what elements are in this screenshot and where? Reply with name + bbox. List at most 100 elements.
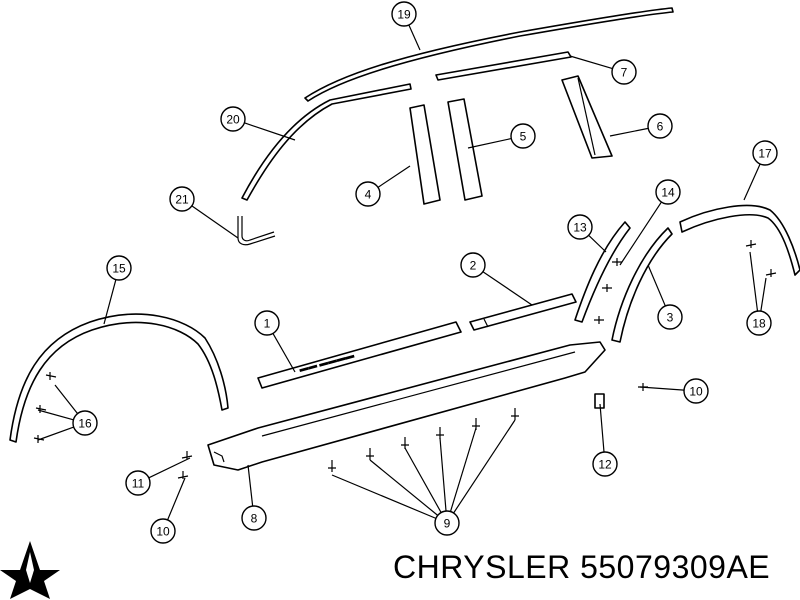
callout-circle	[510, 123, 536, 149]
callout-c20: 20	[220, 106, 246, 132]
callout-c11: 11	[125, 470, 151, 496]
part-door-applique	[447, 98, 483, 201]
leader-lines	[37, 24, 767, 521]
callout-label: 14	[661, 186, 675, 200]
leader-line-c16	[37, 426, 74, 441]
callout-label: 10	[689, 385, 703, 399]
part-front-pillar-molding	[241, 83, 412, 201]
part-corner-clip-inner	[241, 216, 275, 242]
leader-line-c8	[247, 464, 254, 507]
leader-line-c12	[599, 403, 605, 453]
callout-circle	[106, 255, 132, 281]
part-rocker-edge	[261, 351, 576, 437]
leader-line-c19	[408, 24, 421, 51]
part-roof-molding	[304, 7, 674, 102]
leader-line-c17	[743, 163, 761, 201]
callout-label: 6	[657, 120, 664, 134]
part-quarter-molding	[611, 227, 673, 343]
callout-c19: 19	[391, 1, 417, 27]
brand-name: CHRYSLER	[393, 549, 571, 585]
callout-label: 9	[444, 517, 451, 531]
leader-line-c6	[609, 127, 649, 137]
callout-c8: 8	[241, 505, 267, 531]
leader-line-c21	[191, 205, 239, 239]
callout-label: 21	[175, 193, 189, 207]
callout-circle	[683, 378, 709, 404]
callout-label: 12	[598, 458, 612, 472]
callout-circle	[657, 304, 683, 330]
callout-circle	[434, 510, 460, 536]
callout-circle	[241, 505, 267, 531]
callout-circle	[355, 181, 381, 207]
leader-line-c16	[54, 384, 79, 414]
callout-label: 3	[667, 311, 674, 325]
leader-line-c9	[453, 419, 516, 514]
leader-line-c5	[467, 137, 512, 149]
callout-circle	[460, 252, 486, 278]
callout-circle	[746, 310, 772, 336]
callout-circle	[150, 518, 176, 544]
callout-circle	[254, 310, 280, 336]
callout-circle	[647, 113, 673, 139]
callout-label: 19	[397, 8, 411, 22]
part-front-door-molding	[257, 321, 462, 389]
callout-label: 16	[78, 417, 92, 431]
callout-circle	[125, 470, 151, 496]
leader-line-c9	[404, 447, 442, 513]
callout-c9: 9	[434, 510, 460, 536]
fastener-group	[33, 240, 777, 479]
leader-line-c9	[439, 437, 447, 512]
callout-label: 4	[365, 188, 372, 202]
leader-line-c18	[760, 277, 767, 312]
leader-line-c9	[331, 474, 437, 519]
callout-c17: 17	[752, 140, 778, 166]
callout-c16: 16	[72, 410, 98, 436]
callout-c7: 7	[611, 59, 637, 85]
leader-line-c9	[369, 459, 439, 516]
callout-label: 7	[621, 66, 628, 80]
callout-circle	[592, 451, 618, 477]
callout-label: 8	[251, 512, 258, 526]
part-front-wheel-flare	[9, 313, 229, 443]
callout-c14: 14	[655, 179, 681, 205]
part-corner-clip	[237, 216, 276, 246]
callout-label: 2	[470, 259, 477, 273]
callout-label: 1	[264, 317, 271, 331]
callout-c4: 4	[355, 181, 381, 207]
leader-line-c13	[588, 234, 607, 253]
callout-c13: 13	[567, 214, 593, 240]
callout-c5: 5	[510, 123, 536, 149]
part-door-edge-molding	[574, 221, 631, 323]
callout-label: 18	[752, 317, 766, 331]
part-retainer-clip	[594, 393, 605, 409]
callout-label: 5	[520, 130, 527, 144]
part-rear-pillar-edge	[577, 77, 596, 156]
callout-circle	[169, 186, 195, 212]
callout-label: 20	[226, 113, 240, 127]
callout-c18: 18	[746, 310, 772, 336]
leader-line-c10a	[639, 386, 685, 391]
leader-line-c16	[37, 409, 74, 421]
leader-line-c3	[647, 264, 666, 307]
part-rear-door-molding-joint	[483, 318, 489, 328]
pentastar-logo-icon	[0, 541, 60, 599]
callout-circle	[220, 106, 246, 132]
callout-circle	[567, 214, 593, 240]
callout-c10b: 10	[150, 518, 176, 544]
leader-line-c14	[619, 201, 662, 266]
leader-line-c10b	[167, 477, 186, 521]
part-rear-door-molding	[469, 293, 577, 331]
callout-label: 11	[132, 477, 145, 491]
callout-bubbles: 19 7 20 5 6 4 17 14 21 13 2 15 3 18 1 10 16 12 11 8 10 9	[72, 1, 778, 544]
leader-line-c20	[244, 122, 296, 141]
leader-line-c2	[482, 271, 533, 306]
leader-line-c4	[377, 165, 411, 188]
callout-c3: 3	[657, 304, 683, 330]
callout-label: 15	[112, 262, 126, 276]
part-rocker-end	[213, 451, 225, 463]
callout-circle	[611, 59, 637, 85]
part-b-pillar-applique	[409, 104, 441, 205]
leader-line-c18	[749, 251, 759, 312]
